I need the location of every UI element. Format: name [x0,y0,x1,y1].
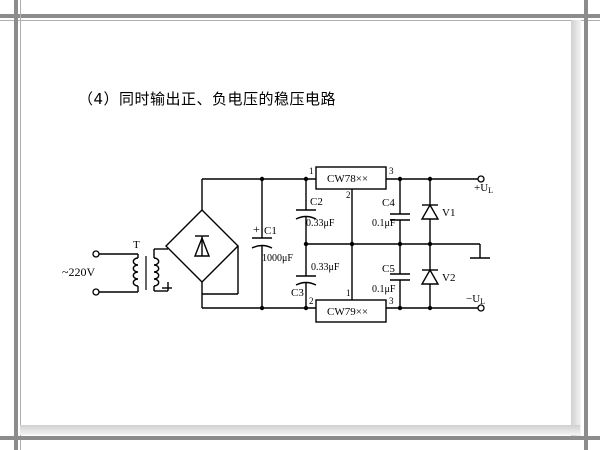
cw78-pin-3: 3 [389,166,394,176]
junction-dot [303,176,309,182]
frame-top-line [0,14,600,18]
frame-right-line [584,0,588,450]
cw79-pin-1: 1 [346,288,351,298]
c2-value: 0.33μF [306,218,335,229]
c3-name: C3 [291,287,304,299]
cw79-label: CW79×× [327,306,368,318]
output-label-negative: −UL [466,293,485,306]
source-terminal [92,288,100,296]
frame-left-line [14,0,18,450]
junction-dot [259,305,265,311]
output-negative-text: −U [466,293,480,305]
v2-diode [420,268,440,285]
output-terminal-positive [477,175,485,183]
cw78-pin-1: 1 [309,166,314,176]
junction-dot [427,241,433,247]
junction-dot [259,176,265,182]
v1-label: V1 [442,207,455,219]
output-terminal-negative [477,304,485,312]
frame-right-shadow [571,20,581,440]
v1-diode [420,203,440,220]
junction-dot [427,305,433,311]
slide-canvas [22,22,570,424]
cw78-label: CW78×× [327,173,368,185]
c5-value: 0.1μF [372,284,396,295]
frame-top-line-thin [0,20,600,21]
c3-value: 0.33μF [311,262,340,273]
transformer-label: T [133,239,140,251]
c1-plate-bottom [251,244,273,249]
cw78-regulator [315,166,387,190]
c1-value: 1000μF [262,253,293,264]
output-positive-text: +U [474,182,488,194]
cw78-pin-2: 2 [346,190,351,200]
cw79-regulator [315,299,387,323]
output-positive-subscript: L [488,186,493,195]
output-negative-subscript: L [480,297,485,306]
v2-label: V2 [442,272,455,284]
junction-dot [427,176,433,182]
source-label: ~220V [62,265,95,279]
junction-dot [303,241,309,247]
junction-dot [397,176,403,182]
junction-dot [303,305,309,311]
frame-bottom-line [0,436,600,440]
c5-name: C5 [382,263,395,275]
junction-dot [397,241,403,247]
frame-bottom-shadow [20,425,580,435]
slide-title: （4）同时输出正、负电压的稳压电路 [78,90,337,108]
source-terminal [92,250,100,258]
transformer-primary [132,257,139,287]
transformer-secondary [153,257,160,287]
c4-value: 0.1μF [372,218,396,229]
output-label-positive: +UL [474,182,493,195]
c2-name: C2 [310,196,323,208]
junction-dot [349,241,355,247]
c1-plus: + [253,222,260,236]
c1-name: C1 [264,225,277,237]
cw79-pin-3: 3 [389,296,394,306]
c4-name: C4 [382,197,395,209]
frame-left-line-thin [20,0,21,450]
junction-dot [397,305,403,311]
cw79-pin-2: 2 [309,296,314,306]
